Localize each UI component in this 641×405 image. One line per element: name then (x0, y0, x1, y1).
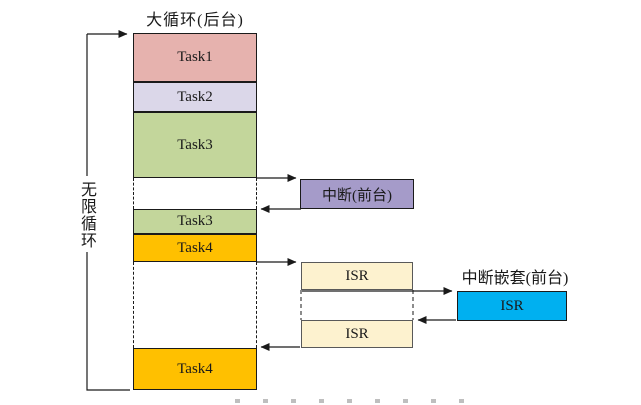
isr-box-first: ISR (301, 262, 413, 290)
preempted-gap-nested-interrupt (133, 262, 257, 348)
task4-block-second: Task4 (133, 348, 257, 390)
nested-interrupt-title: 中断嵌套(前台) (461, 270, 569, 287)
task4-label: Task4 (177, 239, 213, 256)
task4-label: Task4 (177, 360, 213, 377)
task4-block-first: Task4 (133, 234, 257, 262)
interrupt-foreground-box: 中断(前台) (300, 179, 414, 209)
task3-label: Task3 (177, 213, 213, 229)
background-loop-title: 大循环(后台) (146, 12, 244, 29)
task3-block-second: Task3 (133, 209, 257, 234)
task3-block-first: Task3 (133, 112, 257, 178)
task1-label: Task1 (177, 49, 213, 65)
isr-label: ISR (345, 267, 369, 284)
task2-label: Task2 (177, 88, 213, 105)
nested-isr-label: ISR (500, 297, 524, 314)
task1-block: Task1 (133, 33, 257, 82)
isr-box-second: ISR (301, 320, 413, 348)
interrupt-label: 中断(前台) (322, 187, 392, 204)
infinite-loop-label: 无限循环 (78, 181, 95, 249)
loop-bracket-lower-segment (86, 252, 130, 391)
nested-isr-box: ISR (457, 291, 567, 321)
isr-label: ISR (345, 325, 369, 342)
preempted-gap-interrupt (133, 178, 257, 209)
cropped-caption-fragment (235, 399, 475, 403)
task2-block: Task2 (133, 82, 257, 112)
task3-label: Task3 (177, 136, 213, 153)
